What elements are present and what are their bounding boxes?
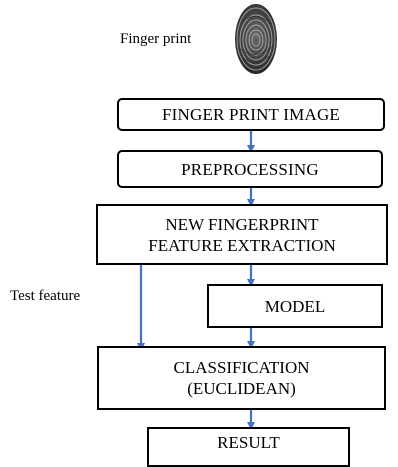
feature-extraction-box: NEW FINGERPRINT FEATURE EXTRACTION xyxy=(96,204,388,265)
fingerprint-icon xyxy=(235,4,277,74)
feature-extraction-label-line1: NEW FINGERPRINT xyxy=(165,214,319,234)
result-label: RESULT xyxy=(217,433,280,452)
classification-label-line1: CLASSIFICATION xyxy=(173,358,310,377)
test-feature-label: Test feature xyxy=(10,288,81,304)
preprocessing-box: PREPROCESSING xyxy=(117,150,383,188)
fingerprint-label: Finger print xyxy=(120,31,192,47)
preprocessing-label: PREPROCESSING xyxy=(181,159,319,179)
result-box: RESULT xyxy=(147,427,350,467)
feature-extraction-label-line2: FEATURE EXTRACTION xyxy=(148,235,336,255)
classification-label-line2: (EUCLIDEAN) xyxy=(187,379,296,398)
finger-print-image-label: FINGER PRINT IMAGE xyxy=(161,105,341,124)
model-label: MODEL xyxy=(264,296,326,316)
finger-print-image-box: FINGER PRINT IMAGE xyxy=(117,98,385,131)
classification-box: CLASSIFICATION (EUCLIDEAN) xyxy=(97,346,386,410)
model-box: MODEL xyxy=(207,284,383,328)
